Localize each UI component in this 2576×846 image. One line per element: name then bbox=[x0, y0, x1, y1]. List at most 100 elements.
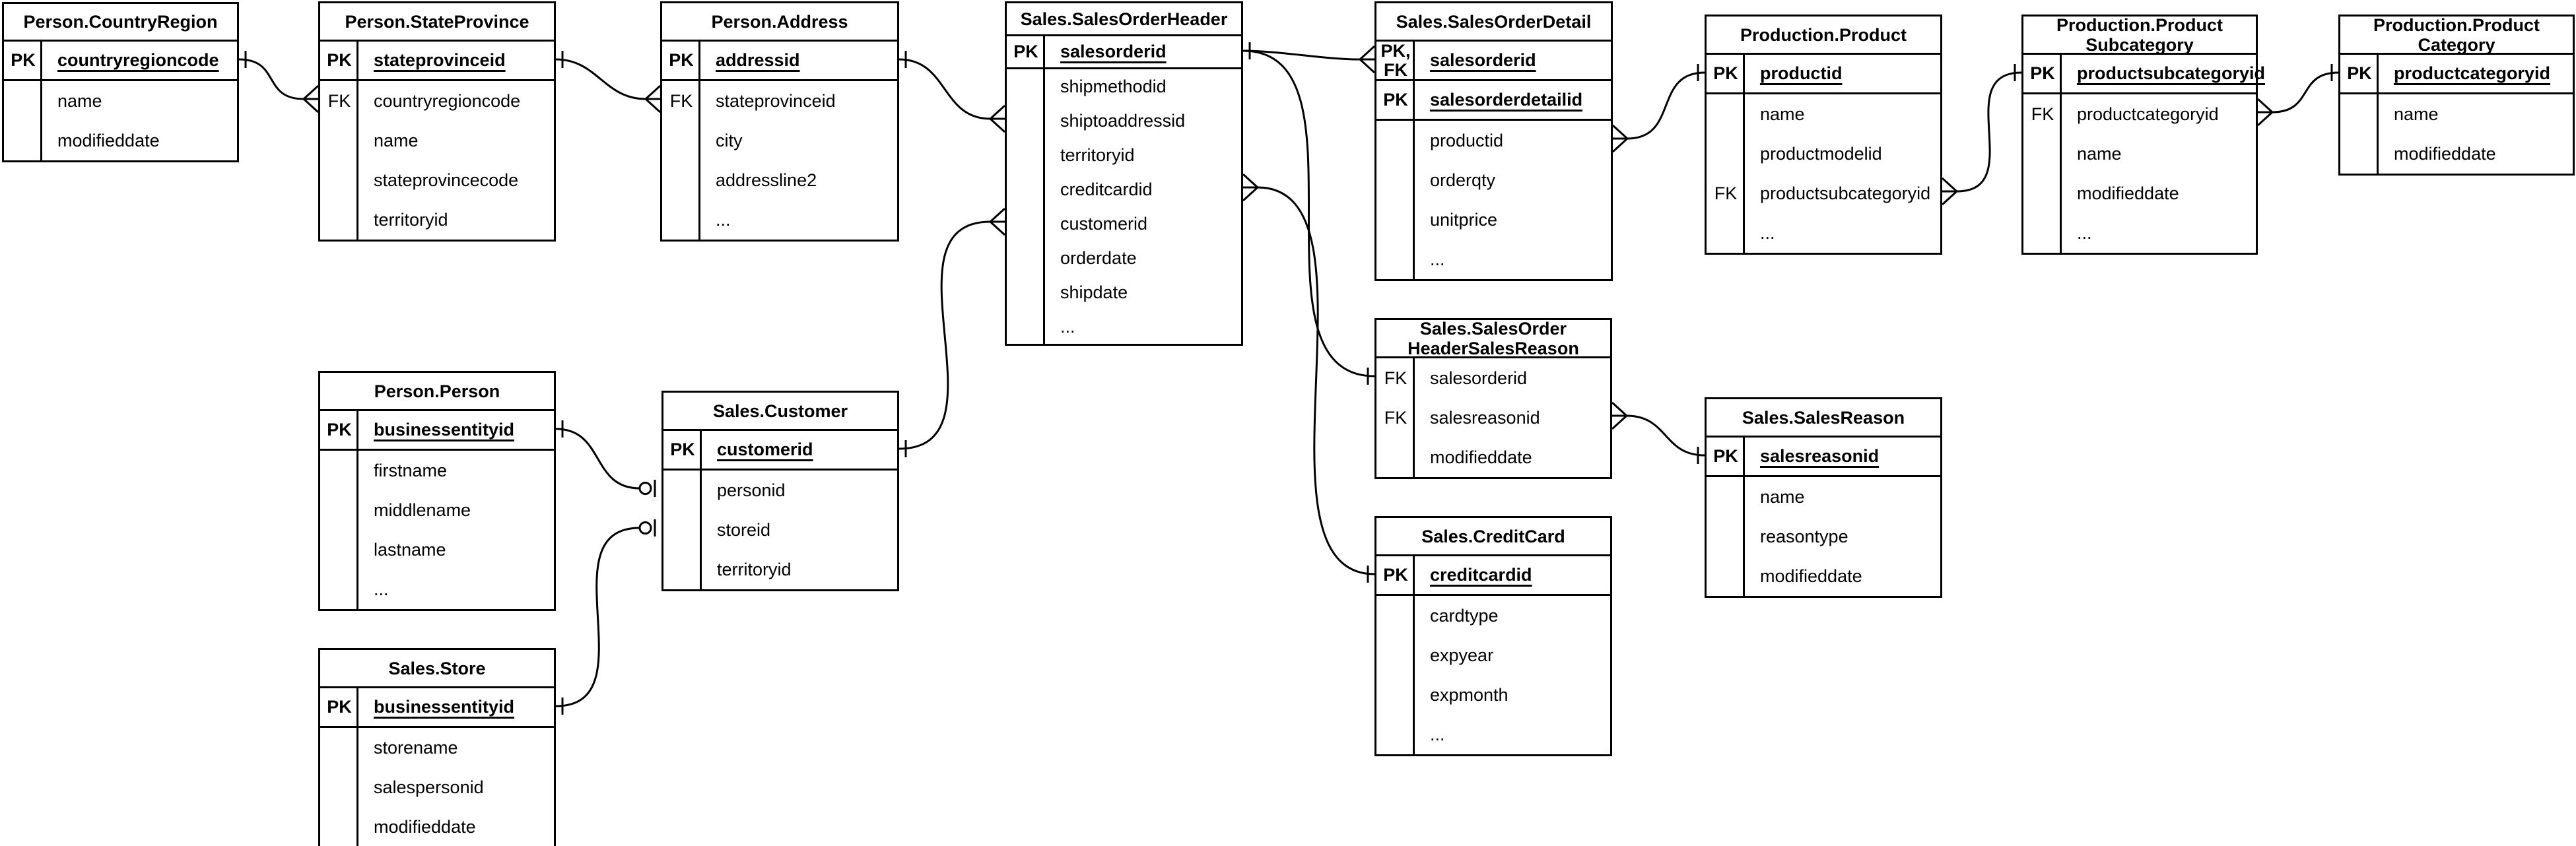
column-name: addressid bbox=[716, 50, 800, 70]
relationship-edge-salesorderheader-salesorderdetail[interactable] bbox=[1242, 42, 1376, 74]
key-badge-line: PK bbox=[11, 50, 36, 70]
key-badge: PK bbox=[663, 440, 702, 459]
relationship-curve bbox=[898, 58, 991, 120]
table-row: territoryid bbox=[663, 550, 897, 589]
column-name: countryregioncode bbox=[57, 50, 219, 70]
column-name: modifieddate bbox=[2077, 183, 2179, 203]
entity-title-line: Sales.SalesReason bbox=[1742, 407, 1905, 428]
table-row: territoryid bbox=[1007, 138, 1241, 172]
key-badge-line: FK bbox=[327, 90, 351, 111]
key-badge-line: PK bbox=[1383, 565, 1408, 585]
column-name: territoryid bbox=[374, 209, 448, 230]
column-name: productsubcategoryid bbox=[2077, 63, 2266, 83]
relationship-edge-address-salesorderheader[interactable] bbox=[898, 51, 1006, 133]
column-name: stateprovinceid bbox=[374, 50, 506, 70]
column-name: stateprovinceid bbox=[716, 90, 836, 111]
key-badge: PK bbox=[1707, 447, 1745, 466]
entity-title-line: Person.CountryRegion bbox=[23, 12, 218, 32]
entity-title: Production.Product bbox=[1707, 16, 1940, 55]
column-name: shipdate bbox=[1060, 282, 1128, 302]
column-name: lastname bbox=[374, 539, 446, 560]
column-name: name bbox=[1760, 104, 1805, 124]
key-badge-line: PK bbox=[1713, 446, 1738, 466]
cardinality-many-crowfoot bbox=[989, 207, 1006, 223]
key-badge: PK,FK bbox=[1376, 40, 1415, 80]
column-name: salesorderid bbox=[1430, 368, 1528, 388]
entity-title-line: Person.Address bbox=[711, 11, 848, 32]
table-row: name bbox=[1707, 477, 1940, 517]
column-name: stateprovincecode bbox=[374, 170, 519, 190]
cardinality-many-crowfoot bbox=[644, 84, 661, 100]
key-column-divider bbox=[1743, 438, 1745, 596]
relationship-edge-stateprovince-address[interactable] bbox=[555, 51, 661, 114]
table-row: orderdate bbox=[1007, 241, 1241, 275]
relationship-curve bbox=[2272, 71, 2339, 114]
entity-title: Person.Person bbox=[320, 373, 554, 411]
entity-title-line: Person.StateProvince bbox=[345, 11, 529, 32]
entity-title: Sales.SalesReason bbox=[1707, 399, 1940, 438]
table-row: shiptoaddressid bbox=[1007, 104, 1241, 138]
relationship-edge-productcategory-productsubcategory[interactable] bbox=[2256, 64, 2339, 127]
entity-title-line: Production.Product bbox=[2056, 15, 2223, 35]
relationship-edge-creditcard-salesorderheader[interactable] bbox=[1242, 173, 1375, 583]
relationship-edge-productsubcategory-product[interactable] bbox=[1941, 64, 2022, 206]
relationship-curve bbox=[1242, 49, 1375, 377]
relationship-edge-salesreason-headersalesreason[interactable] bbox=[1611, 401, 1705, 464]
table-row: modifieddate bbox=[1707, 556, 1940, 596]
key-column-divider bbox=[1043, 36, 1045, 344]
cardinality-many-crowfoot bbox=[2256, 111, 2274, 127]
relationship-edge-salesorderheader-headersalesreason[interactable] bbox=[1242, 49, 1375, 385]
column-name: modifieddate bbox=[374, 816, 476, 837]
key-badge: PK bbox=[2023, 64, 2062, 83]
column-name: ... bbox=[1760, 222, 1775, 243]
relationship-edge-person-customer[interactable] bbox=[555, 420, 656, 497]
cardinality-many-crowfoot bbox=[1359, 45, 1376, 61]
key-badge: PK bbox=[320, 420, 358, 439]
entity-title-line: Sales.Store bbox=[388, 658, 486, 678]
entity-title-line: Production.Product bbox=[1740, 24, 1907, 45]
relationship-edge-customer-salesorderheader[interactable] bbox=[898, 207, 1006, 457]
table-row: shipdate bbox=[1007, 275, 1241, 309]
key-badge-line: PK bbox=[2030, 63, 2055, 83]
key-badge: PK bbox=[2340, 64, 2379, 83]
key-badge: PK bbox=[320, 698, 358, 717]
relationship-edge-countryregion-stateprovince[interactable] bbox=[238, 51, 320, 114]
relationship-edge-product-salesorderdetail[interactable] bbox=[1611, 64, 1705, 153]
table-row: middlename bbox=[320, 490, 554, 530]
key-badge-line: PK bbox=[1713, 63, 1738, 83]
key-badge: FK bbox=[662, 91, 700, 111]
table-row: orderqty bbox=[1376, 160, 1611, 200]
key-badge-line: PK bbox=[2347, 63, 2372, 83]
column-name: addressline2 bbox=[716, 170, 817, 190]
entity-title-line: Person.Person bbox=[374, 381, 500, 401]
key-badge-line: PK, bbox=[1380, 40, 1411, 61]
key-badge: PK bbox=[4, 51, 42, 70]
column-name: city bbox=[716, 130, 743, 150]
relationship-edge-store-customer[interactable] bbox=[555, 519, 656, 715]
key-badge: PK bbox=[1376, 566, 1415, 585]
